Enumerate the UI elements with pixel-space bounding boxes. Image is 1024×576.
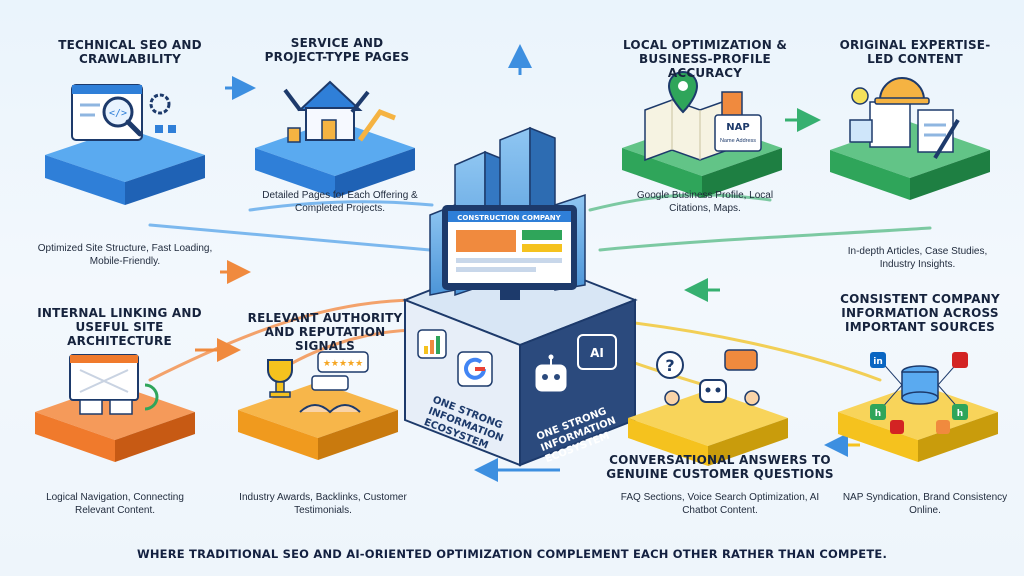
- map-pin-icon: NAP Name Address: [644, 70, 762, 162]
- svg-text:h: h: [875, 409, 881, 419]
- database-network-icon: in h h: [870, 352, 968, 434]
- nap-label: NAP: [726, 122, 749, 133]
- title-conversational: CONVERSATIONAL ANSWERS TO GENUINE CUSTOM…: [606, 453, 834, 481]
- block-authority: ★★★★★: [238, 351, 398, 460]
- footer-tagline: WHERE TRADITIONAL SEO AND AI-ORIENTED OP…: [136, 547, 888, 561]
- analytics-icon: [417, 329, 447, 359]
- nap-sub: Name Address: [720, 138, 756, 144]
- svg-text:AI: AI: [590, 346, 604, 360]
- block-consistent-info: in h h: [838, 352, 998, 462]
- house-tools-icon: [283, 80, 396, 143]
- sitemap-icon: [69, 354, 159, 415]
- desc-internal-linking: Logical Navigation, Connecting Relevant …: [46, 492, 184, 516]
- svg-text:?: ?: [665, 356, 674, 375]
- title-local-optimization: LOCAL OPTIMIZATION & BUSINESS-PROFILE AC…: [623, 38, 787, 80]
- title-service-pages: SERVICE AND PROJECT-TYPE PAGES: [264, 36, 410, 64]
- google-icon: [457, 351, 493, 387]
- hardhat-document-icon: [849, 77, 960, 160]
- code-magnifier-icon: </>: [71, 84, 176, 141]
- ai-chip-icon: AI: [577, 334, 617, 370]
- desc-original-content: In-depth Articles, Case Studies, Industr…: [847, 246, 988, 270]
- title-technical-seo: TECHNICAL SEO AND CRAWLABILITY: [58, 38, 202, 66]
- robot-icon: [535, 354, 567, 392]
- title-internal-linking: INTERNAL LINKING AND USEFUL SITE ARCHITE…: [37, 306, 202, 348]
- network-lines: [148, 193, 932, 392]
- desc-authority: Industry Awards, Backlinks, Customer Tes…: [239, 492, 407, 516]
- block-original-content: [830, 77, 990, 200]
- desc-consistent-info: NAP Syndication, Brand Consistency Onlin…: [842, 492, 1008, 516]
- block-technical-seo: </>: [45, 84, 205, 205]
- chatbot-icon: ?: [656, 349, 760, 406]
- title-original-content: ORIGINAL EXPERTISE-LED CONTENT: [839, 38, 991, 66]
- website-monitor: CONSTRUCTION COMPANY: [442, 205, 577, 300]
- block-internal-linking: [35, 354, 195, 462]
- center-ecosystem: CONSTRUCTION COMPANY: [402, 126, 638, 467]
- desc-conversational: FAQ Sections, Voice Search Optimization,…: [620, 492, 820, 516]
- svg-text:</>: </>: [109, 108, 127, 119]
- block-local-optimization: NAP Name Address: [622, 70, 782, 198]
- desc-technical-seo: Optimized Site Structure, Fast Loading, …: [37, 243, 213, 267]
- trophy-handshake-icon: ★★★★★: [267, 351, 369, 414]
- svg-text:in: in: [873, 357, 883, 367]
- desc-local-optimization: Google Business Profile, Local Citations…: [636, 190, 774, 214]
- svg-text:h: h: [957, 409, 963, 419]
- block-conversational: ?: [628, 349, 788, 466]
- desc-service-pages: Detailed Pages for Each Offering & Compl…: [262, 190, 418, 214]
- monitor-screen-label: CONSTRUCTION COMPANY: [457, 214, 561, 222]
- svg-text:★★★★★: ★★★★★: [323, 359, 363, 369]
- title-consistent-info: CONSISTENT COMPANY INFORMATION ACROSS IM…: [840, 292, 1000, 334]
- block-service-pages: [255, 80, 415, 198]
- title-authority: RELEVANT AUTHORITY AND REPUTATION SIGNAL…: [247, 311, 403, 353]
